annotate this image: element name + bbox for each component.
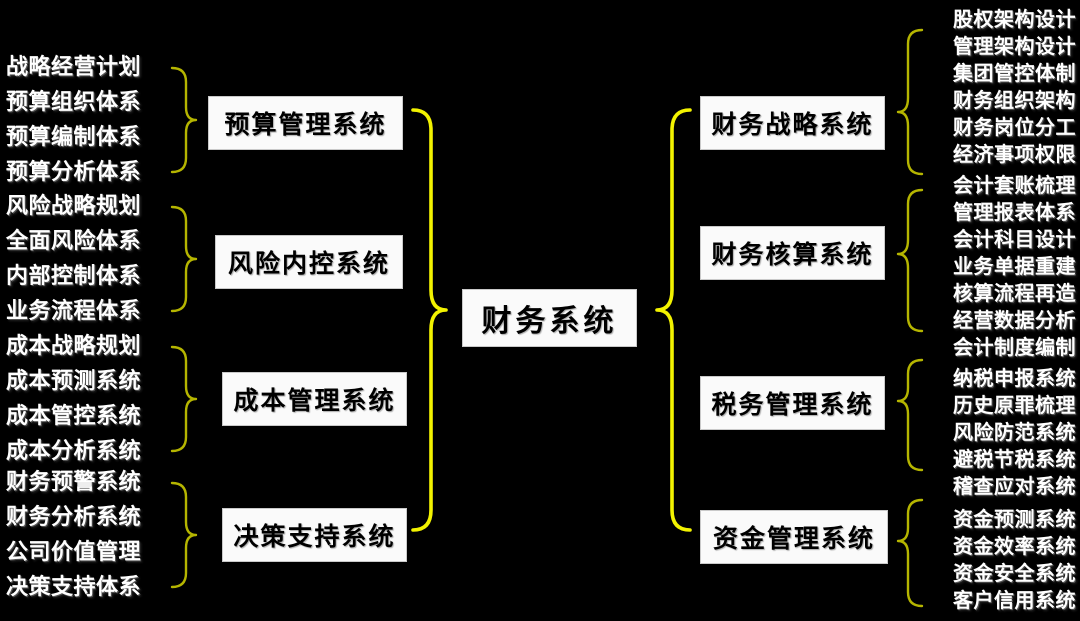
brace-left-3: [170, 345, 198, 453]
node-label: 成本管理系统: [233, 386, 396, 415]
right-small-braces: [896, 28, 924, 608]
leaf-item: 内部控制体系: [6, 264, 142, 289]
brace-left-2: [170, 205, 198, 313]
leaf-item: 成本管控系统: [6, 404, 142, 429]
node-label: 税务管理系统: [711, 390, 874, 419]
node-left-risk-control[interactable]: 风险内控系统: [215, 235, 403, 289]
left-small-braces: [170, 66, 198, 589]
node-label: 决策支持系统: [233, 522, 396, 551]
brace-center-left: [411, 108, 448, 532]
leaf-item: 决策支持体系: [6, 575, 142, 600]
leaf-item: 客户信用系统: [953, 588, 1076, 612]
node-label: 资金管理系统: [712, 524, 875, 553]
leaf-item: 管理架构设计: [953, 34, 1076, 58]
leaf-item: 集团管控体制: [953, 61, 1076, 85]
leaf-item: 会计套账梳理: [953, 173, 1076, 197]
node-label: 财务核算系统: [711, 240, 874, 269]
brace-right-2: [896, 188, 924, 333]
node-label: 风险内控系统: [227, 249, 390, 278]
leaf-item: 业务单据重建: [953, 254, 1076, 278]
leaf-item: 经营数据分析: [953, 308, 1076, 332]
leaf-item: 战略经营计划: [6, 55, 142, 80]
leaf-item: 财务组织架构: [953, 88, 1076, 112]
leaf-item: 风险防范系统: [953, 420, 1076, 444]
node-label: 预算管理系统: [224, 110, 387, 139]
node-right-fund-management[interactable]: 资金管理系统: [700, 510, 888, 564]
leaf-item: 稽查应对系统: [953, 474, 1076, 498]
leaf-item: 股权架构设计: [953, 7, 1076, 31]
leaf-group-right-4: 资金预测系统 资金效率系统 资金安全系统 客户信用系统: [953, 505, 1076, 615]
leaf-item: 经济事项权限: [953, 142, 1076, 166]
brace-right-1: [896, 28, 924, 176]
brace-right-3: [896, 358, 924, 472]
leaf-item: 资金效率系统: [953, 534, 1076, 558]
node-right-finance-strategy[interactable]: 财务战略系统: [700, 96, 885, 150]
leaf-item: 会计科目设计: [953, 227, 1076, 251]
leaf-item: 财务分析系统: [6, 505, 142, 530]
leaf-item: 成本分析系统: [6, 439, 142, 464]
node-left-budget-management[interactable]: 预算管理系统: [208, 96, 403, 150]
leaf-group-right-2: 会计套账梳理 管理报表体系 会计科目设计 业务单据重建 核算流程再造 经营数据分…: [953, 172, 1076, 361]
leaf-item: 管理报表体系: [953, 200, 1076, 224]
leaf-item: 避税节税系统: [953, 447, 1076, 471]
leaf-item: 资金预测系统: [953, 507, 1076, 531]
node-right-tax-management[interactable]: 税务管理系统: [700, 376, 885, 430]
brace-center-right: [655, 108, 692, 532]
leaf-group-right-1: 股权架构设计 管理架构设计 集团管控体制 财务组织架构 财务岗位分工 经济事项权…: [953, 3, 1076, 171]
leaf-item: 全面风险体系: [6, 229, 142, 254]
brace-left-4: [170, 481, 198, 589]
brace-right-4: [896, 498, 924, 608]
leaf-group-left-2: 风险战略规划 全面风险体系 内部控制体系 业务流程体系: [6, 194, 141, 324]
leaf-item: 业务流程体系: [6, 299, 142, 324]
node-left-decision-support[interactable]: 决策支持系统: [222, 508, 407, 562]
node-left-cost-management[interactable]: 成本管理系统: [222, 372, 407, 426]
leaf-item: 会计制度编制: [953, 335, 1076, 359]
leaf-item: 成本战略规划: [6, 334, 142, 359]
node-label: 财务战略系统: [711, 110, 874, 139]
leaf-item: 预算组织体系: [6, 90, 142, 115]
node-right-finance-accounting[interactable]: 财务核算系统: [700, 226, 885, 280]
leaf-item: 核算流程再造: [953, 281, 1076, 305]
leaf-item: 预算编制体系: [6, 125, 142, 150]
leaf-group-left-3: 成本战略规划 成本预测系统 成本管控系统 成本分析系统: [6, 334, 141, 464]
leaf-item: 纳税申报系统: [953, 366, 1076, 390]
node-center-finance-system[interactable]: 财务系统: [462, 289, 637, 347]
leaf-group-right-3: 纳税申报系统 历史原罪梳理 风险防范系统 避税节税系统 稽查应对系统: [953, 365, 1076, 500]
leaf-item: 风险战略规划: [6, 194, 142, 219]
leaf-item: 公司价值管理: [6, 540, 142, 565]
leaf-item: 历史原罪梳理: [953, 393, 1076, 417]
brace-left-1: [170, 66, 198, 174]
leaf-group-left-1: 战略经营计划 预算组织体系 预算编制体系 预算分析体系: [6, 55, 141, 185]
leaf-group-left-4: 财务预警系统 财务分析系统 公司价值管理 决策支持体系: [6, 470, 141, 600]
leaf-item: 资金安全系统: [953, 561, 1076, 585]
leaf-item: 成本预测系统: [6, 369, 142, 394]
leaf-item: 预算分析体系: [6, 160, 142, 185]
leaf-item: 财务预警系统: [6, 470, 142, 495]
leaf-item: 财务岗位分工: [953, 115, 1076, 139]
center-label: 财务系统: [481, 304, 618, 339]
